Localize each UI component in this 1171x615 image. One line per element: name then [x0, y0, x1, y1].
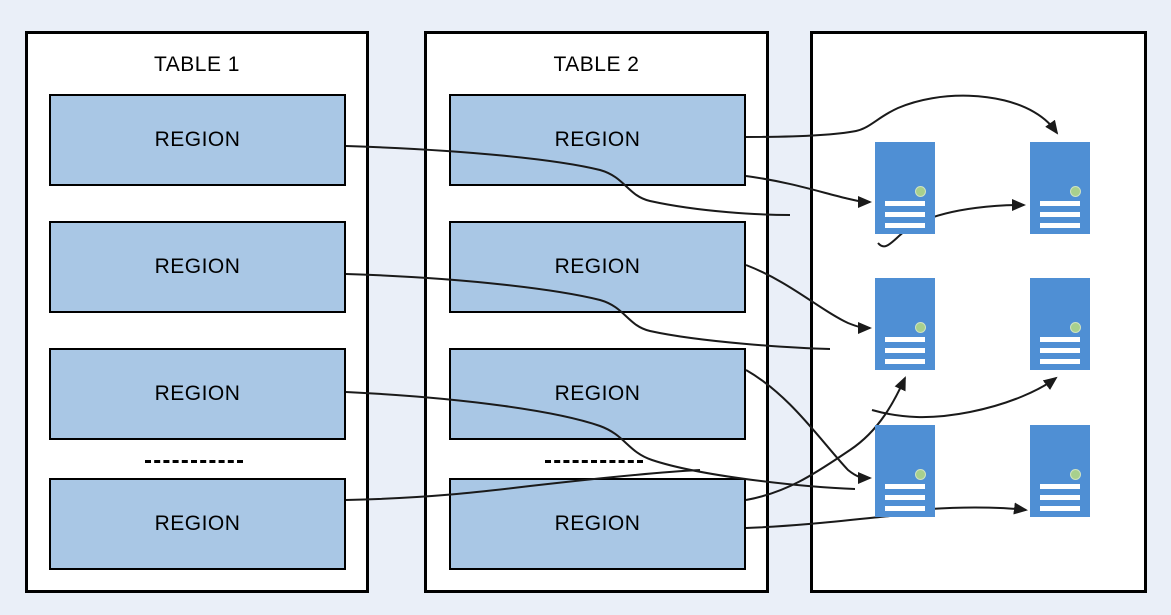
- server-line-icon: [1040, 212, 1080, 217]
- server-line-icon: [1040, 337, 1080, 342]
- region-box[interactable]: REGION: [449, 478, 746, 570]
- region-ellipsis-separator: [545, 460, 643, 463]
- server-status-led-icon: [1070, 322, 1081, 333]
- region-box[interactable]: REGION: [449, 348, 746, 440]
- server-line-icon: [885, 223, 925, 228]
- server-line-icon: [1040, 348, 1080, 353]
- server-status-led-icon: [1070, 186, 1081, 197]
- region-label: REGION: [154, 382, 241, 405]
- region-label: REGION: [154, 512, 241, 535]
- server-row3-left[interactable]: [875, 425, 935, 517]
- server-row2-right[interactable]: [1030, 278, 1090, 370]
- server-line-icon: [885, 201, 925, 206]
- server-line-icon: [1040, 359, 1080, 364]
- region-box[interactable]: REGION: [449, 221, 746, 313]
- server-line-icon: [885, 359, 925, 364]
- server-line-icon: [885, 348, 925, 353]
- server-line-icon: [1040, 495, 1080, 500]
- region-label: REGION: [554, 128, 641, 151]
- server-line-icon: [1040, 201, 1080, 206]
- region-ellipsis-separator: [145, 460, 243, 463]
- server-status-led-icon: [1070, 469, 1081, 480]
- region-box[interactable]: REGION: [49, 221, 346, 313]
- server-line-icon: [1040, 506, 1080, 511]
- region-label: REGION: [554, 382, 641, 405]
- server-row3-right[interactable]: [1030, 425, 1090, 517]
- server-status-led-icon: [915, 469, 926, 480]
- server-line-icon: [885, 212, 925, 217]
- server-line-icon: [1040, 223, 1080, 228]
- panel-title-table-2: TABLE 2: [553, 53, 640, 76]
- region-label: REGION: [554, 255, 641, 278]
- server-row1-left[interactable]: [875, 142, 935, 234]
- server-line-icon: [885, 484, 925, 489]
- region-label: REGION: [154, 255, 241, 278]
- region-box[interactable]: REGION: [49, 348, 346, 440]
- server-row2-left[interactable]: [875, 278, 935, 370]
- region-box[interactable]: REGION: [49, 94, 346, 186]
- server-line-icon: [885, 506, 925, 511]
- panel-title-table-1: TABLE 1: [154, 53, 240, 76]
- server-line-icon: [885, 337, 925, 342]
- server-status-led-icon: [915, 186, 926, 197]
- server-line-icon: [1040, 484, 1080, 489]
- panel-servers-panel: [810, 31, 1147, 593]
- server-row1-right[interactable]: [1030, 142, 1090, 234]
- region-box[interactable]: REGION: [49, 478, 346, 570]
- server-status-led-icon: [915, 322, 926, 333]
- region-label: REGION: [554, 512, 641, 535]
- region-label: REGION: [154, 128, 241, 151]
- region-box[interactable]: REGION: [449, 94, 746, 186]
- server-line-icon: [885, 495, 925, 500]
